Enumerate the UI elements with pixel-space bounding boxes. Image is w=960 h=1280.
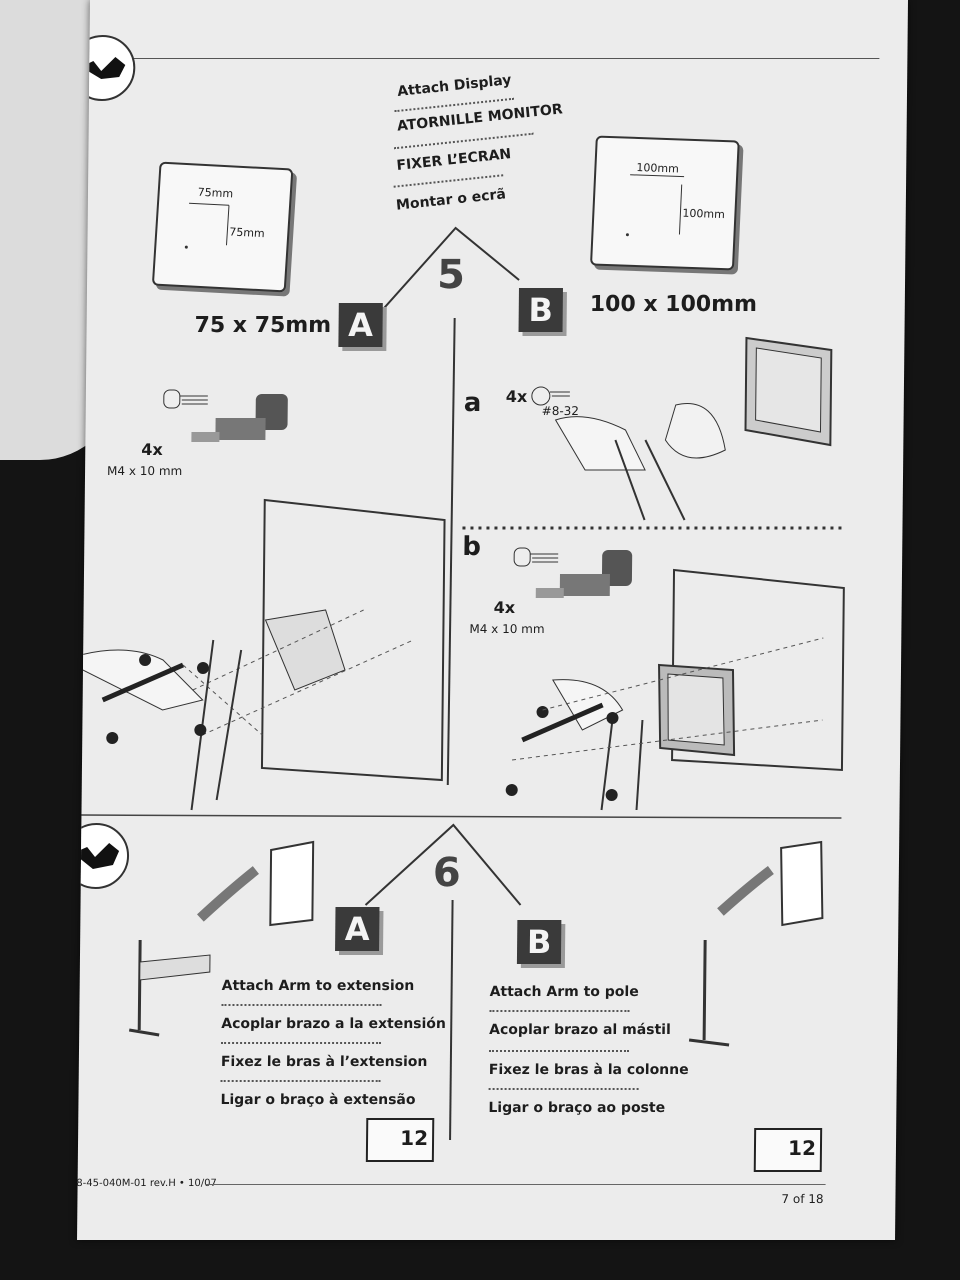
page-number: 7 of 18 (781, 1192, 824, 1206)
step6-a-ref-page: 12 (400, 1126, 429, 1150)
divider (488, 1044, 630, 1052)
hand-icon (77, 823, 130, 889)
divider (221, 1036, 382, 1044)
doc-code: 888-45-040M-01 rev.H • 10/07 (77, 1178, 217, 1189)
divider (489, 1004, 630, 1012)
hand-icon (77, 35, 136, 101)
step6-b-title-es: Acoplar brazo al mástil (489, 1022, 671, 1038)
step6-b-title-en: Attach Arm to pole (489, 984, 639, 1000)
divider (488, 1082, 639, 1090)
step6-branch-lines (364, 823, 522, 1140)
book-icon: 12 (753, 1128, 823, 1172)
step6-a-title-fr: Fixez le bras à l’extension (220, 1054, 428, 1070)
monitor-arm-icon (128, 840, 824, 1047)
assembly-diagrams (81, 336, 845, 819)
monitor-icon: 100mm 100mm (589, 135, 740, 271)
divider (220, 1074, 381, 1082)
step6-a-title-pt: Ligar o braço à extensão (220, 1092, 416, 1108)
step6-b-title-pt: Ligar o braço ao poste (488, 1100, 666, 1116)
step5-branch-lines (370, 226, 845, 786)
manual-page: Attach Display ATORNILLE MONITOR FIXER L… (77, 0, 908, 1240)
footer-rule (205, 1184, 826, 1185)
step6-a-title-es: Acoplar brazo a la extensión (221, 1016, 447, 1032)
book-icon: 12 (365, 1118, 435, 1162)
monitor-icon: 75mm 75mm (151, 161, 294, 293)
step6-a-title-en: Attach Arm to extension (221, 978, 415, 994)
screw-icon (163, 389, 288, 442)
step6-b-ref-page: 12 (788, 1136, 817, 1160)
divider (221, 998, 382, 1006)
step6-b-title-fr: Fixez le bras à la colonne (488, 1062, 689, 1078)
